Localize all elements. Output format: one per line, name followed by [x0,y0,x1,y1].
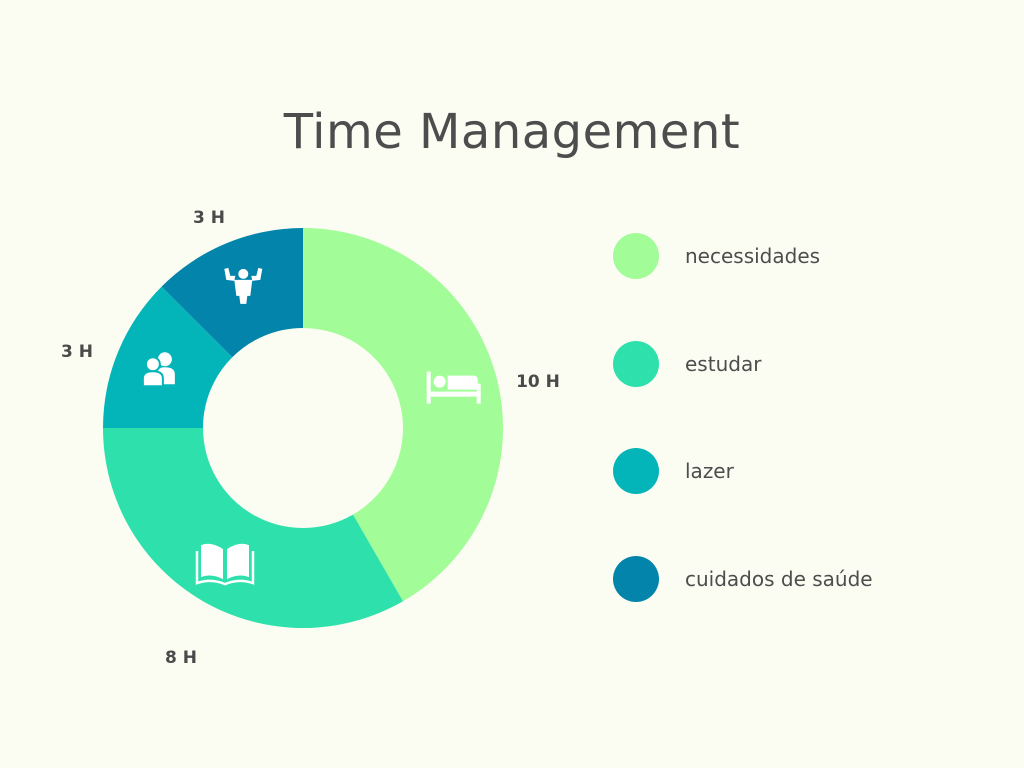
bodybuilder-icon [224,267,263,304]
legend-label: estudar [685,351,762,376]
legend-swatch [613,340,659,387]
slice-value-label: 3 H [61,342,93,362]
legend-label: necessidades [685,244,821,268]
legend-item: estudar [613,340,762,387]
legend-item: lazer [613,448,734,494]
open-book-icon [195,543,255,586]
bed-icon [426,371,481,404]
slice-value-label: 10 H [516,372,560,392]
donut-slice-1 [303,228,503,602]
legend-item: cuidados de saúde [613,555,873,602]
donut-slice-4 [161,228,303,358]
legend-swatch [613,233,659,279]
donut-slice-2 [103,428,403,628]
legend-label: lazer [685,459,734,483]
chart-title: Time Management [283,104,741,160]
legend-label: cuidados de saúde [685,566,873,591]
legend-swatch [613,448,659,494]
slice-value-label: 3 H [193,208,225,228]
legend-swatch [613,555,659,602]
legend-item: necessidades [613,233,820,279]
people-icon [141,352,175,388]
slice-value-label: 8 H [165,648,197,668]
